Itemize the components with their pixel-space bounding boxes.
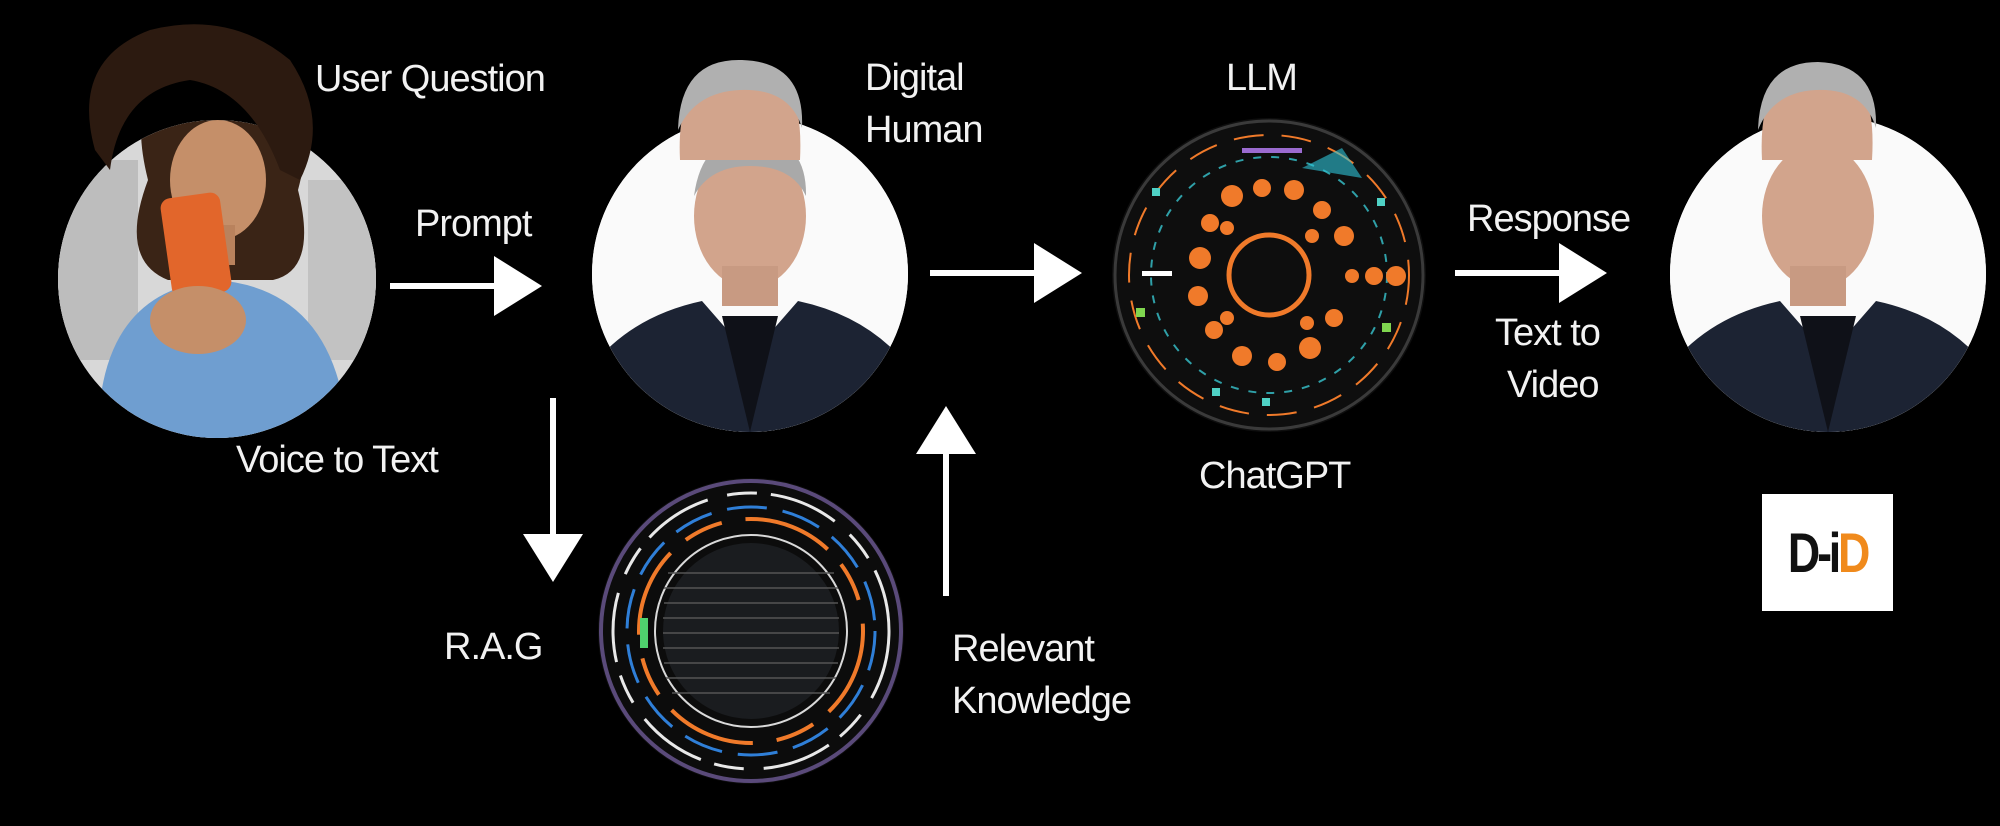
label-knowledge: Knowledge — [952, 680, 1132, 722]
label-chatgpt: ChatGPT — [1199, 455, 1351, 497]
did-logo: D-iD — [1762, 494, 1893, 611]
label-human: Human — [865, 109, 983, 151]
did-logo-text: D-iD — [1787, 521, 1871, 584]
user-avatar — [58, 120, 376, 438]
label-llm: LLM — [1226, 57, 1298, 99]
rag-graphic — [598, 478, 904, 784]
label-voice-to-text: Voice to Text — [236, 439, 439, 481]
label-digital: Digital — [865, 57, 965, 99]
llm-graphic — [1112, 118, 1426, 432]
label-response: Response — [1467, 198, 1631, 240]
label-video: Video — [1507, 364, 1600, 406]
label-text-to: Text to — [1495, 312, 1601, 354]
label-relevant: Relevant — [952, 628, 1095, 670]
response-avatar — [1670, 116, 1986, 432]
label-rag: R.A.G — [444, 626, 543, 668]
digital-human-avatar — [592, 116, 908, 432]
label-user-question: User Question — [315, 58, 546, 100]
label-prompt: Prompt — [415, 203, 532, 245]
